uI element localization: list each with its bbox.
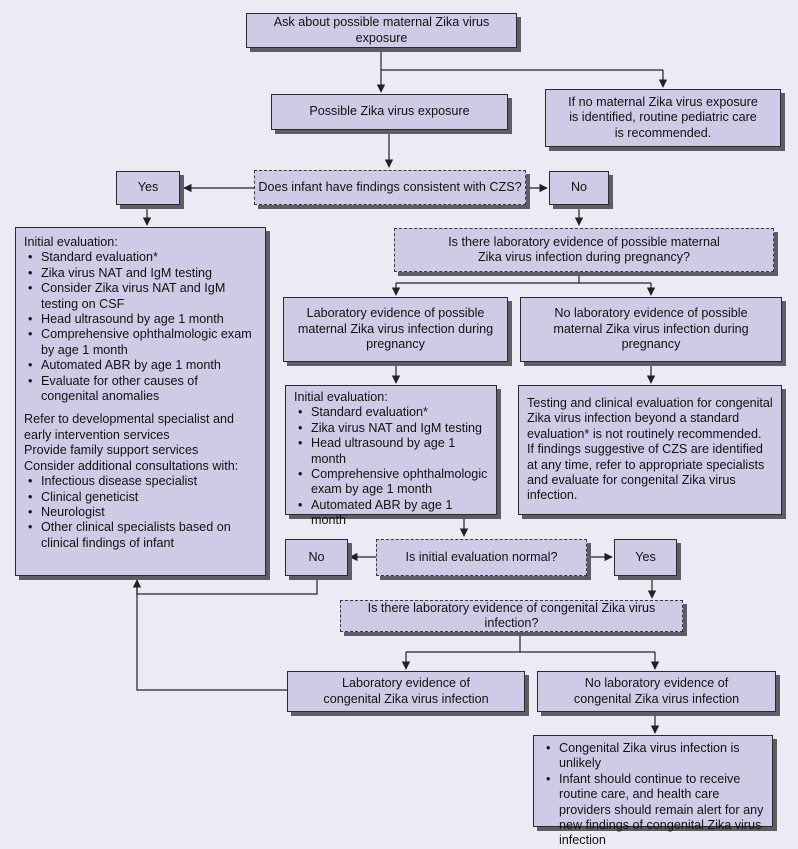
edge-congenital-branch	[406, 632, 655, 653]
ask-exposure-node: Ask about possible maternal Zika virus e…	[246, 13, 517, 48]
initial-evaluation-left-list: Standard evaluation* Zika virus NAT and …	[24, 250, 257, 404]
yes-mid-node: Yes	[614, 539, 677, 576]
congenital-question-node: Is there laboratory evidence of congenit…	[340, 600, 683, 632]
edge-maternal-branch	[396, 272, 651, 284]
edge-ask-to-branch	[380, 48, 663, 71]
normal-question-node: Is initial evaluation normal?	[376, 539, 587, 576]
no-lab-evidence-maternal-node: No laboratory evidence of possible mater…	[520, 297, 782, 362]
zika-unlikely-node: Congenital Zika virus infection is unlik…	[533, 735, 773, 847]
edge-lab-congenital-to-left	[136, 580, 287, 691]
yes-top-node: Yes	[116, 171, 180, 205]
zika-unlikely-list: Congenital Zika virus infection is unlik…	[542, 741, 766, 849]
initial-evaluation-left-node: Initial evaluation: Standard evaluation*…	[15, 227, 266, 576]
consultations-list: Infectious disease specialist Clinical g…	[24, 474, 257, 551]
possible-exposure-node: Possible Zika virus exposure	[271, 94, 508, 130]
testing-not-recommended-node: Testing and clinical evaluation for cong…	[518, 385, 782, 515]
no-exposure-node: If no maternal Zika virus exposure is id…	[545, 89, 781, 147]
lab-evidence-maternal-node: Laboratory evidence of possible maternal…	[283, 297, 508, 362]
no-lab-evidence-congenital-node: No laboratory evidence of congenital Zik…	[537, 671, 776, 712]
lab-maternal-question-node: Is there laboratory evidence of possible…	[394, 228, 774, 272]
no-mid-node: No	[285, 539, 348, 576]
no-top-node: No	[549, 171, 609, 205]
edge-no-mid-to-initial-eval-left	[132, 576, 318, 595]
czs-question-node: Does infant have findings consistent wit…	[254, 170, 526, 205]
initial-evaluation-mid-node: Initial evaluation: Standard evaluation*…	[285, 385, 497, 527]
lab-evidence-congenital-node: Laboratory evidence of congenital Zika v…	[287, 671, 525, 712]
initial-evaluation-mid-list: Standard evaluation* Zika virus NAT and …	[294, 405, 488, 528]
